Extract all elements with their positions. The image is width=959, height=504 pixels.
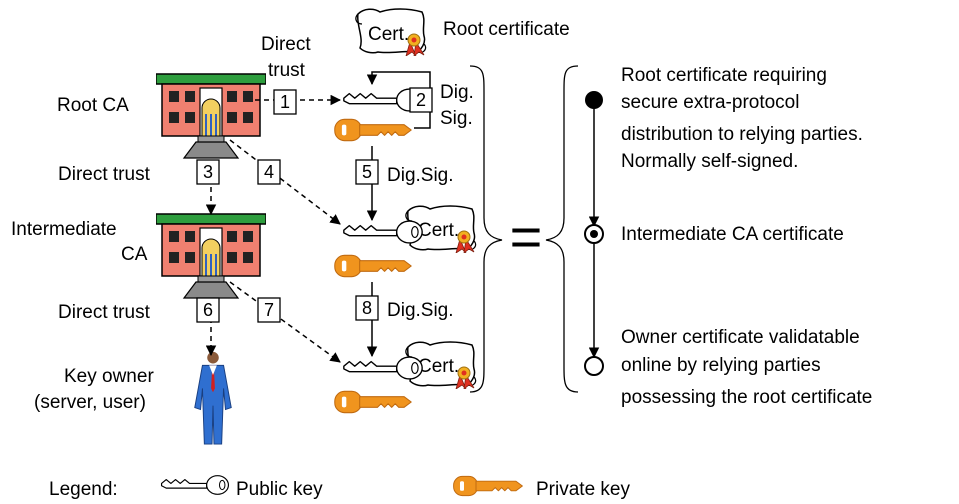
step-number-2: 2 xyxy=(416,90,426,110)
step-number-1: 1 xyxy=(280,92,290,112)
trust-arrow-7 xyxy=(229,281,341,363)
dig-sig-label-8: Dig.Sig. xyxy=(387,300,454,321)
root-cert-label: Cert. xyxy=(368,24,409,45)
step-number-4: 4 xyxy=(264,162,274,182)
key-owner-label-2: (server, user) xyxy=(34,392,146,413)
intermediate-desc: Intermediate CA certificate xyxy=(621,224,844,245)
direct-trust-label-6: Direct trust xyxy=(58,302,151,323)
direct-trust-top-label-1: Direct xyxy=(261,34,311,55)
intermediate-public-key-icon xyxy=(343,220,423,244)
right-brace xyxy=(469,65,503,393)
step-box-7: 7 xyxy=(257,297,281,323)
root-desc-line-2: secure extra-protocol xyxy=(621,92,799,113)
intermediate-ca-label-1: Intermediate xyxy=(11,219,117,240)
key-owner-label-1: Key owner xyxy=(64,366,154,387)
legend-title: Legend: xyxy=(49,479,118,500)
owner-desc-line-2: online by relying parties xyxy=(621,355,821,376)
legend-public-key-label: Public key xyxy=(236,479,323,500)
dig-sig-label-2a: Dig. xyxy=(440,82,474,103)
owner-desc-line-1: Owner certificate validatable xyxy=(621,327,860,348)
step-number-3: 3 xyxy=(203,162,213,182)
legend-public-key-icon xyxy=(160,475,230,495)
owner-desc-line-3: possessing the root certificate xyxy=(621,387,872,408)
root-desc-line-4: Normally self-signed. xyxy=(621,151,798,172)
root-certificate-title: Root certificate xyxy=(443,19,570,40)
equals-sign: = xyxy=(510,205,543,268)
intermediate-ca-label-2: CA xyxy=(121,244,148,265)
step-box-2: 2 xyxy=(409,87,433,113)
self-signature-arrow-2 xyxy=(366,71,431,129)
intermediate-ca-building-icon xyxy=(156,213,266,299)
step-number-5: 5 xyxy=(362,162,372,182)
root-private-key-icon xyxy=(334,118,412,142)
direct-trust-top-label-2: trust xyxy=(268,60,306,81)
root-node-icon xyxy=(585,91,603,109)
root-desc-line-3: distribution to relying parties. xyxy=(621,124,863,145)
step-number-6: 6 xyxy=(203,300,213,320)
step-number-7: 7 xyxy=(264,300,274,320)
intermediate-private-key-icon xyxy=(334,254,412,278)
intermediate-cert-label: Cert. xyxy=(418,220,459,241)
root-ca-building-icon xyxy=(156,73,266,159)
step-box-3: 3 xyxy=(196,159,220,185)
step-box-5: 5 xyxy=(355,159,379,185)
step-box-4: 4 xyxy=(257,159,281,185)
trust-arrow-4 xyxy=(229,139,341,225)
dig-sig-label-5: Dig.Sig. xyxy=(387,165,454,186)
step-box-6: 6 xyxy=(196,297,220,323)
owner-cert-label: Cert. xyxy=(418,356,459,377)
step-number-8: 8 xyxy=(362,298,372,318)
root-ca-label: Root CA xyxy=(57,95,129,116)
owner-node-icon xyxy=(584,356,604,376)
direct-trust-label-3: Direct trust xyxy=(58,164,151,185)
owner-public-key-icon xyxy=(343,356,423,380)
legend-private-key-label: Private key xyxy=(536,479,630,500)
left-brace xyxy=(545,65,579,393)
root-desc-line-1: Root certificate requiring xyxy=(621,65,827,86)
key-owner-person-icon xyxy=(194,351,232,445)
intermediate-node-dot xyxy=(590,230,598,238)
owner-private-key-icon xyxy=(334,390,412,414)
dig-sig-label-2b: Sig. xyxy=(440,108,473,129)
legend-private-key-icon xyxy=(453,475,523,497)
step-box-8: 8 xyxy=(355,295,379,321)
step-box-1: 1 xyxy=(273,89,297,115)
